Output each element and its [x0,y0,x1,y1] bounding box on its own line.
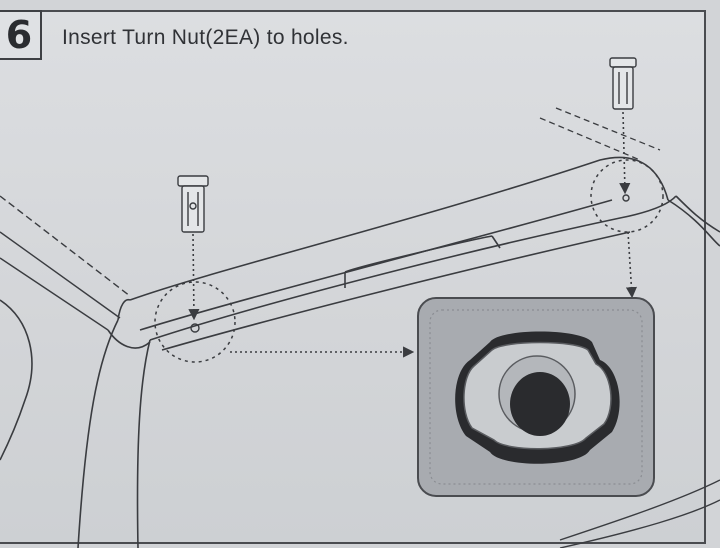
mounting-hole-right [622,194,630,202]
step-number-box: 6 [0,10,42,60]
turn-nut-icon [609,57,637,110]
arrow-icon [188,111,631,321]
door-frame [0,299,151,548]
step-number: 6 [5,13,33,57]
mounting-hole-left [190,323,200,333]
left-roof-edge [0,195,131,331]
detail-inset [417,297,655,497]
right-roof-edge [539,107,661,161]
lower-trim [559,479,720,548]
step-instruction: Insert Turn Nut(2EA) to holes. [62,26,349,49]
turn-nut-hole [510,372,570,436]
arrow-icon [230,231,638,358]
turn-nut-icon [177,175,209,233]
detail-circle-icon [154,281,236,363]
detail-circle-icon [590,159,664,233]
